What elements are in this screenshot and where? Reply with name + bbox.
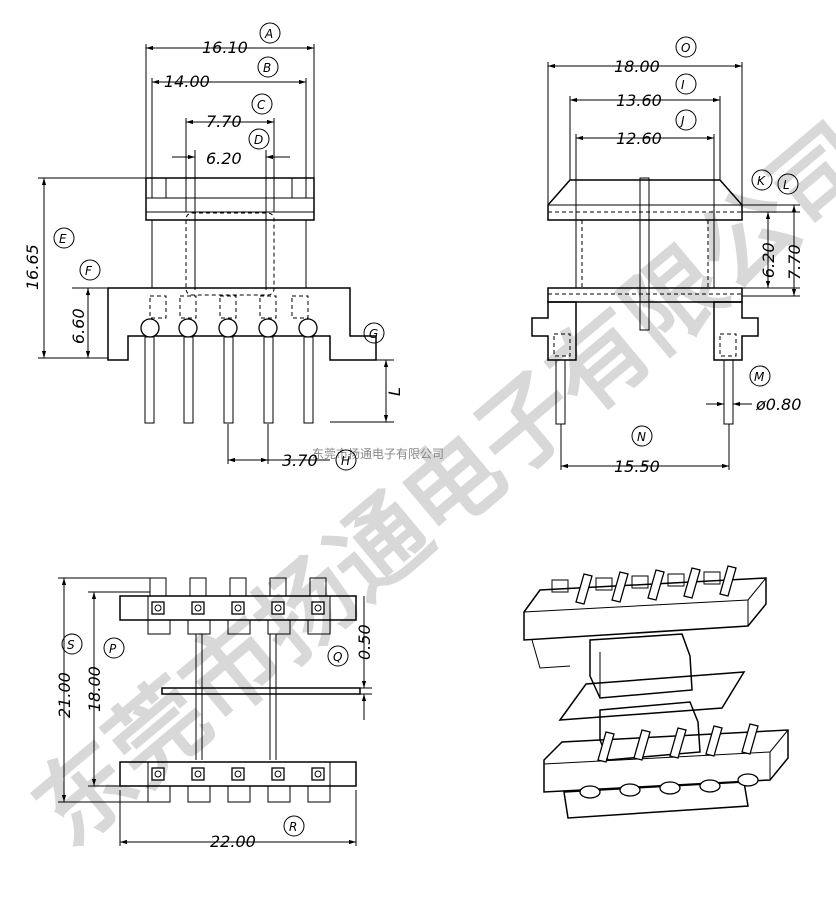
side-pin — [723, 359, 734, 425]
dim-F-value: 6.60 — [69, 308, 88, 344]
core-window — [185, 212, 275, 296]
dim-B-label: B — [263, 61, 271, 75]
side-center-plate — [639, 177, 650, 331]
pin — [263, 336, 274, 424]
label-G: G — [369, 327, 378, 341]
dim-K-value: 6.20 — [759, 242, 778, 278]
dim-A-value: 16.10 — [202, 38, 248, 57]
dim-J-value: 12.60 — [616, 129, 662, 148]
bottom-middle-plate — [161, 687, 361, 695]
watermark-small-text: 东莞市扬通电子有限公司 — [312, 446, 444, 461]
dim-N-label: N — [637, 430, 646, 444]
dim-E-value: 16.65 — [23, 244, 42, 290]
dim-S-label: S — [67, 638, 75, 652]
dim-O-label: O — [681, 41, 690, 55]
dim-D-value: 6.20 — [206, 149, 242, 168]
dim-F-label: F — [85, 264, 93, 278]
dim-H-label: H — [341, 454, 350, 468]
pin — [183, 336, 194, 424]
top-flange — [145, 177, 315, 221]
dim-M-value: ø0.80 — [755, 395, 801, 414]
dim-L-value: 7.70 — [785, 244, 804, 280]
dim-J-label: J — [679, 114, 685, 128]
dim-C-value: 7.70 — [206, 112, 242, 131]
bottom-flange — [107, 287, 377, 361]
label-L: L — [385, 387, 404, 396]
dim-I-label: I — [681, 78, 685, 92]
side-view: 18.00 O 13.60 I 12.60 J K L 6.20 7.70 M — [531, 36, 804, 476]
pin — [303, 336, 314, 424]
dim-A-label: A — [264, 27, 273, 41]
pin — [223, 336, 234, 424]
iso-middle-plate — [558, 671, 746, 721]
iso-pins-lower — [579, 723, 759, 799]
side-label-K: K — [757, 174, 766, 188]
dim-M-label: M — [754, 370, 765, 384]
dim-Q-value: 0.50 — [355, 624, 374, 660]
front-view: 16.10 A 14.00 B 7.70 C 6.20 D 16.65 E — [23, 22, 404, 471]
pin — [144, 336, 155, 424]
dim-N-value: 15.50 — [614, 457, 660, 476]
dim-R-value: 22.00 — [210, 832, 256, 851]
dim-S-value: 21.00 — [55, 672, 74, 718]
dim-I-value: 13.60 — [616, 91, 662, 110]
dim-B-value: 14.00 — [164, 72, 210, 91]
dim-E-label: E — [59, 232, 67, 246]
dim-C-label: C — [257, 98, 266, 112]
dim-D-label: D — [254, 133, 263, 147]
dim-P-label: P — [109, 642, 117, 656]
dim-O-value: 18.00 — [614, 57, 660, 76]
dim-H-value: 3.70 — [282, 451, 318, 470]
side-label-L: L — [783, 178, 790, 192]
dim-P-value: 18.00 — [85, 666, 104, 712]
bottom-view: 21.00 S 18.00 P 0.50 Q 22.00 R — [55, 577, 374, 851]
iso-pins-upper — [551, 565, 737, 605]
isometric-view — [523, 565, 789, 819]
dim-R-label: R — [289, 820, 297, 834]
dim-Q-label: Q — [333, 650, 342, 664]
